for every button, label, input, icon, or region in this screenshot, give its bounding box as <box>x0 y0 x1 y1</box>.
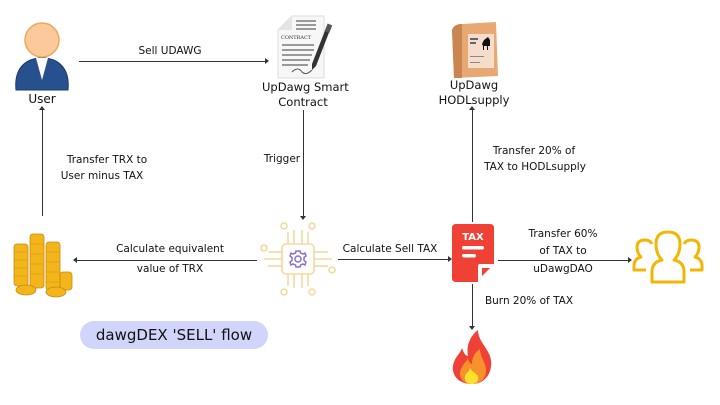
hodl-transfer-label-line1: Transfer 20% of <box>492 145 576 157</box>
hodl-transfer-arrow <box>469 106 475 222</box>
trigger-arrow <box>300 110 306 220</box>
calc-equivalent-label-line1: Calculate equivalent <box>116 243 224 255</box>
svg-text:CONTRACT: CONTRACT <box>281 35 312 41</box>
tax-badge-text: TAX <box>462 232 484 243</box>
hodl-label-line1: UpDawg <box>449 78 499 92</box>
paper-bag-icon <box>452 22 498 78</box>
sell-label: Sell UDAWG <box>138 45 202 57</box>
sell-arrow <box>79 58 269 64</box>
burn-arrow <box>469 284 475 330</box>
user-node <box>12 18 72 94</box>
calc-sell-tax-label: Calculate Sell TAX <box>342 243 438 255</box>
contract-label-line1: UpDawg Smart <box>262 80 349 94</box>
contract-node: CONTRACT <box>272 12 338 80</box>
dao-transfer-label-line2: of TAX to <box>539 245 587 257</box>
trigger-label: Trigger <box>263 153 301 165</box>
hodl-transfer-label-line2: TAX to HODLsupply <box>484 161 586 173</box>
dao-transfer-label-line3: uDawgDAO <box>533 263 593 275</box>
dao-transfer-label-line1: Transfer 60% <box>528 228 598 240</box>
dao-transfer-arrow <box>498 257 632 263</box>
user-label: User <box>28 92 56 106</box>
tax-node: TAX <box>452 224 494 282</box>
tax-document-icon: TAX <box>452 224 494 282</box>
contract-document-icon: CONTRACT <box>277 15 333 79</box>
burn-node <box>450 330 494 386</box>
processor-node <box>258 218 338 300</box>
coins-node <box>12 232 74 298</box>
group-users-icon <box>632 230 704 284</box>
coin-stacks-icon <box>13 233 73 298</box>
contract-label-line2: Contract <box>278 95 328 109</box>
fire-icon <box>452 330 492 384</box>
cpu-gear-icon <box>260 222 336 296</box>
calc-equivalent-label-line2: value of TRX <box>136 263 204 275</box>
transfer-trx-label-line1: Transfer TRX to <box>66 154 148 166</box>
calc-sell-tax-arrow <box>338 256 452 262</box>
flow-title-badge: dawgDEX 'SELL' flow <box>80 321 268 349</box>
hodl-node <box>448 20 500 78</box>
transfer-trx-arrow <box>39 106 45 216</box>
user-icon <box>15 22 69 91</box>
hodl-label-line2: HODLsupply <box>438 93 510 107</box>
burn-label: Burn 20% of TAX <box>484 295 574 307</box>
transfer-trx-label-line2: User minus TAX <box>60 170 144 182</box>
calc-equivalent-arrow <box>73 257 257 263</box>
dao-node <box>632 226 704 286</box>
